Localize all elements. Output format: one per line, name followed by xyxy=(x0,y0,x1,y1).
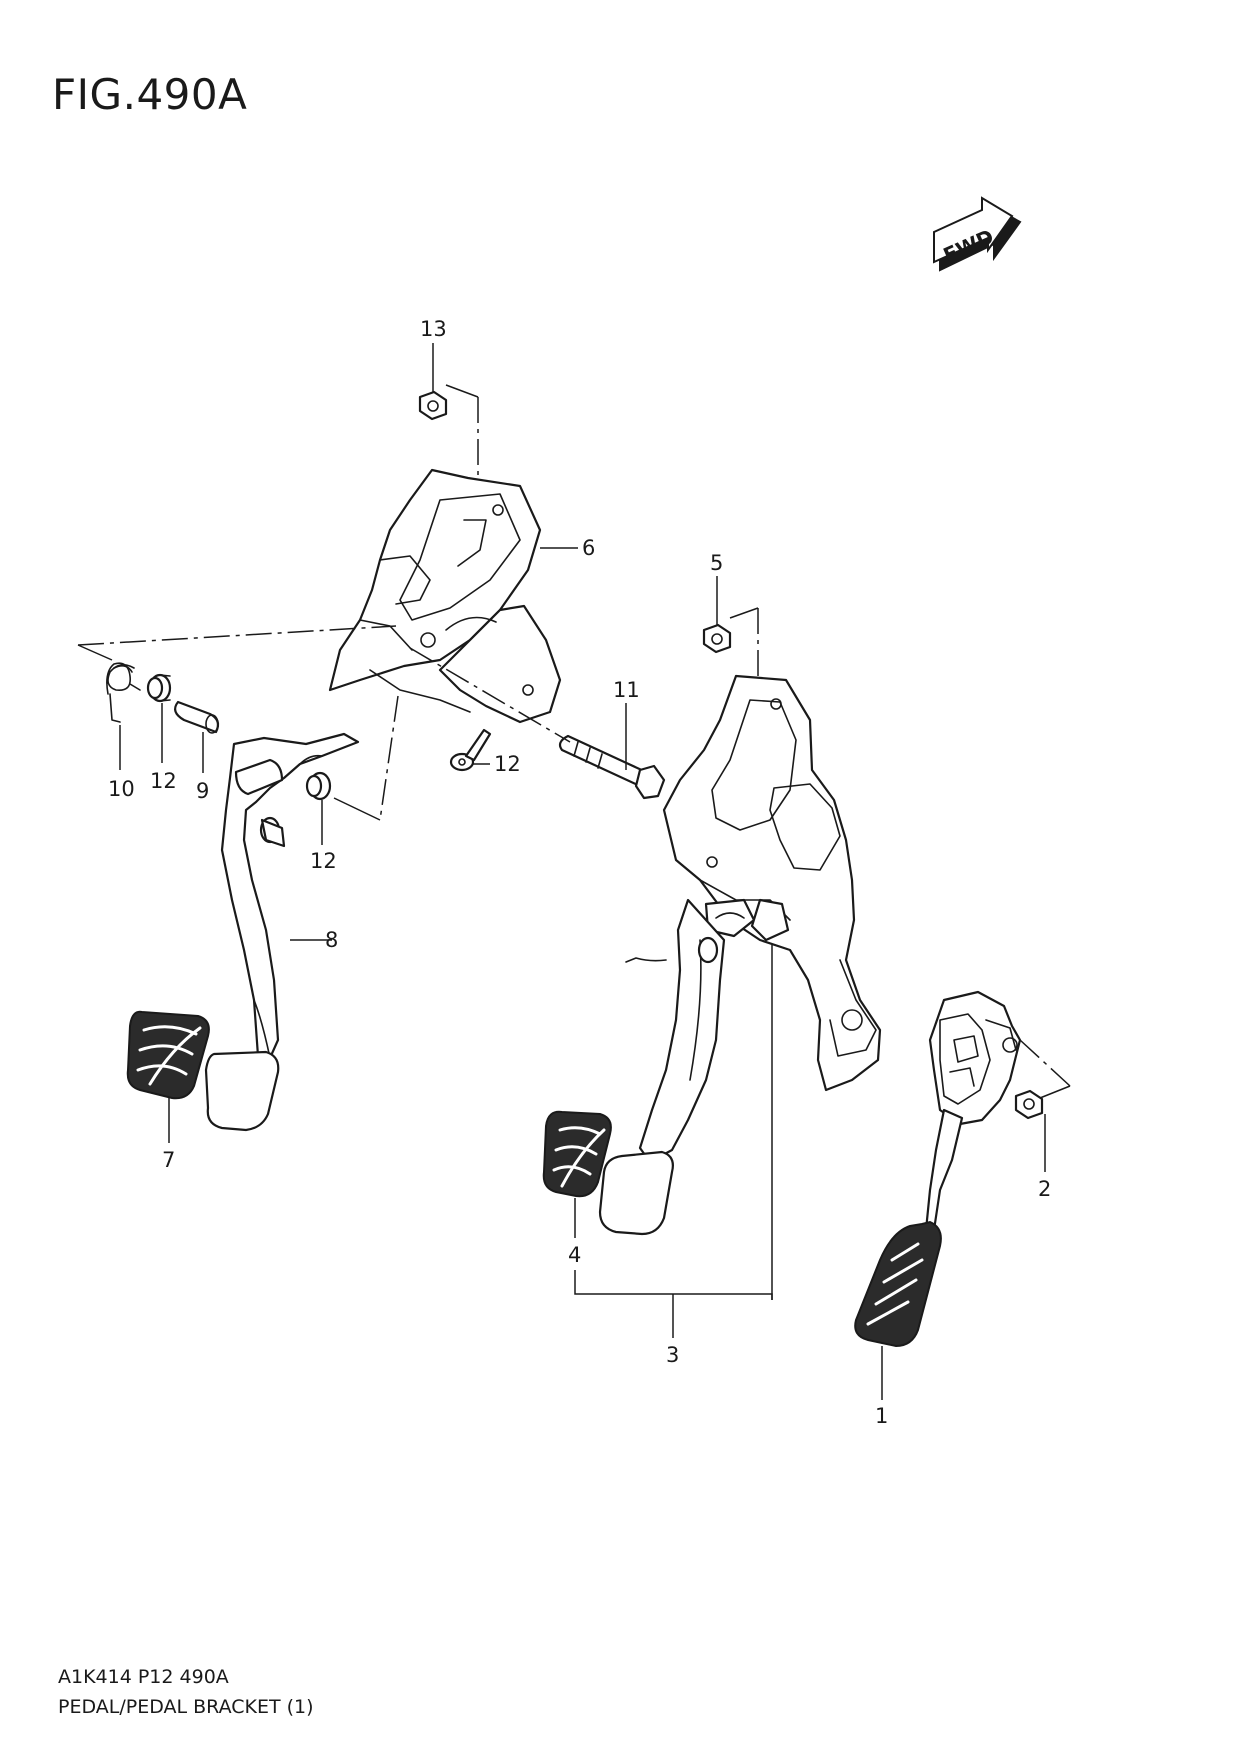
part-12-bushing-left xyxy=(146,673,172,703)
part-3-brake-pedal-assembly xyxy=(625,674,882,1164)
part-8-clutch-pedal-arm xyxy=(220,732,360,1060)
figure-footer: A1K414 P12 490A PEDAL/PEDAL BRACKET (1) xyxy=(58,1662,314,1722)
part-1-accelerator-pedal xyxy=(854,990,1022,1348)
callout-13: 12 xyxy=(494,752,521,776)
callout-6: 6 xyxy=(582,536,595,560)
callout-3: 3 xyxy=(666,1343,679,1367)
fwd-arrow-icon: FWD xyxy=(933,196,1022,272)
callout-10: 10 xyxy=(108,777,135,801)
callout-14: 13 xyxy=(420,317,447,341)
part-2-nut xyxy=(1014,1089,1044,1120)
callout-9: 9 xyxy=(196,779,209,803)
part-4-pedal-rubber xyxy=(542,1110,612,1198)
callout-12-left: 12 xyxy=(150,769,177,793)
part-11-bolt xyxy=(558,734,666,800)
brake-pedal-pad xyxy=(598,1150,674,1236)
figure-code: A1K414 P12 490A xyxy=(58,1666,229,1688)
callout-4: 4 xyxy=(568,1243,581,1267)
part-7-pedal-rubber xyxy=(126,1010,210,1100)
clutch-pedal-pad xyxy=(204,1050,280,1132)
part-6-bracket xyxy=(328,468,562,724)
callout-12-right: 12 xyxy=(310,849,337,873)
part-13-clip xyxy=(449,728,492,772)
part-12-bushing-right xyxy=(305,771,332,801)
part-10-spring xyxy=(106,662,141,723)
part-14-nut xyxy=(418,390,448,421)
callout-8: 8 xyxy=(325,928,338,952)
callout-2: 2 xyxy=(1038,1177,1051,1201)
figure-caption: PEDAL/PEDAL BRACKET (1) xyxy=(58,1696,314,1718)
part-9-shaft xyxy=(174,700,220,734)
callout-11: 11 xyxy=(613,678,640,702)
callout-1: 1 xyxy=(875,1404,888,1428)
figure-title: FIG.490A xyxy=(52,70,248,119)
part-5-nut xyxy=(702,623,732,654)
callout-7: 7 xyxy=(162,1148,175,1172)
callout-5: 5 xyxy=(710,551,723,575)
